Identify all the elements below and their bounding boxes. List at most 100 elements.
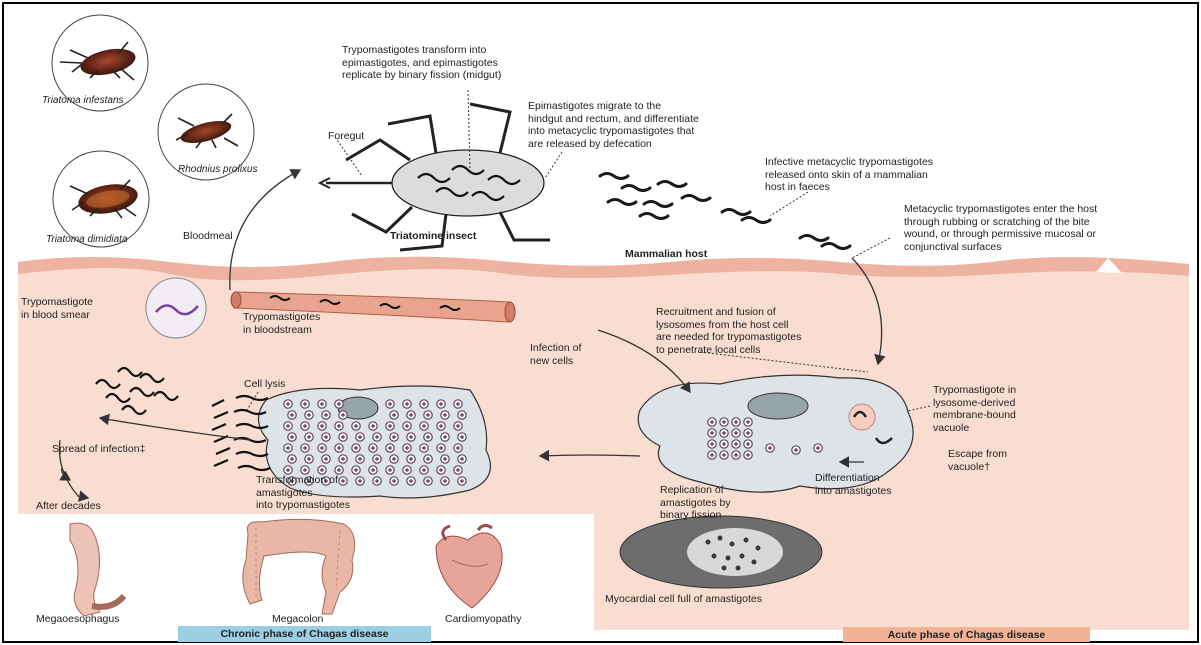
amastigote-nucleus [371,468,375,472]
amastigote-nucleus [320,468,324,472]
amastigote-nucleus [405,402,409,406]
label-foregut: Foregut [328,130,364,143]
label-vacuole: Trypomastigote in lysosome-derived membr… [933,384,1016,434]
amastigote-nucleus [734,453,738,457]
amastigote-nucleus [286,468,290,472]
amastigote-nucleus [460,413,464,417]
amastigote-nucleus [422,424,426,428]
amastigote-nucleus [371,446,375,450]
amastigote-nucleus [722,442,726,446]
amastigote-nucleus [710,453,714,457]
amastigote-nucleus [746,442,750,446]
chronic-phase-band: Chronic phase of Chagas disease [178,626,431,642]
amastigote-nucleus [307,413,311,417]
label-transformation: Transformation of amastigotes into trypo… [256,474,350,512]
amastigote-nucleus [290,435,294,439]
label-triatomine-insect: Triatomine insect [390,230,476,243]
label-cell-lysis: Cell lysis [244,378,285,391]
amastigote-nucleus [443,435,447,439]
amastigote-nucleus [286,402,290,406]
amastigote-nucleus [734,420,738,424]
amastigote-nucleus [426,435,430,439]
amastigote-nucleus [439,424,443,428]
amastigote-nucleus [456,446,460,450]
amastigote-nucleus [303,424,307,428]
amastigote-nucleus [460,479,464,483]
amastigote-nucleus [734,431,738,435]
acute-phase-band: Acute phase of Chagas disease [843,627,1090,642]
label-recruitment: Recruitment and fusion of lysosomes from… [656,306,801,356]
label-triatoma-dimidiata: Triatoma dimidiata [46,234,128,247]
label-mammalian-host: Mammalian host [625,248,707,261]
amastigote-nucleus [439,446,443,450]
amastigote-nucleus [324,413,328,417]
amastigote-nucleus [392,435,396,439]
label-after-decades: After decades [36,500,101,513]
amastigote-nucleus [439,402,443,406]
amastigote-nucleus [405,446,409,450]
myocardial-micrograph [620,516,822,588]
amastigote-nucleus [341,413,345,417]
amastigote-nucleus [324,435,328,439]
amastigote-nucleus [375,479,379,483]
label-cardiomyopathy: Cardiomyopathy [445,613,521,626]
amastigote-nucleus [794,448,798,452]
blood-smear-circle [146,278,206,338]
amastigote-nucleus [375,435,379,439]
amastigote-nucleus [422,446,426,450]
amastigote-nucleus [426,457,430,461]
label-myocardial-cell: Myocardial cell full of amastigotes [605,593,762,606]
amastigote-nucleus [354,468,358,472]
label-triatoma-infestans: Triatoma infestans [42,95,124,108]
amastigote-nucleus [307,435,311,439]
amastigote-nucleus [426,479,430,483]
amastigote-nucleus [422,402,426,406]
amastigote-nucleus [426,413,430,417]
amastigote-nucleus [286,424,290,428]
amastigote-nucleus [710,442,714,446]
amastigote-nucleus [286,446,290,450]
amastigote-nucleus [358,457,362,461]
label-blood-smear: Trypomastigote in blood smear [21,296,93,321]
amastigote-nucleus [303,446,307,450]
amastigote-nucleus [320,402,324,406]
amastigote-nucleus [337,446,341,450]
amastigote-nucleus [371,424,375,428]
amastigote-nucleus [320,424,324,428]
amastigote-nucleus [392,479,396,483]
amastigote-nucleus [443,457,447,461]
label-bloodstream: Trypomastigotes in bloodstream [243,311,320,336]
label-bloodmeal: Bloodmeal [183,230,233,243]
amastigote-nucleus [388,424,392,428]
amastigote-nucleus [320,446,324,450]
amastigote-nucleus [324,457,328,461]
label-infection-new-cells: Infection of new cells [530,342,581,367]
amastigote-nucleus [388,468,392,472]
amastigote-nucleus [337,424,341,428]
label-replication: Replication of amastigotes by binary fis… [660,484,731,522]
amastigote-nucleus [354,424,358,428]
amastigote-nucleus [710,431,714,435]
amastigote-nucleus [405,468,409,472]
amastigote-nucleus [710,420,714,424]
amastigote-nucleus [337,402,341,406]
label-megaoesophagus: Megaoesophagus [36,613,119,626]
amastigote-nucleus [392,413,396,417]
amastigote-nucleus [722,453,726,457]
amastigote-nucleus [460,457,464,461]
amastigote-nucleus [768,446,772,450]
amastigote-nucleus [358,479,362,483]
label-escape-vacuole: Escape from vacuole† [948,448,1007,473]
label-spread-infection: Spread of infection‡ [52,443,145,456]
amastigote-nucleus [746,431,750,435]
amastigote-nucleus [303,468,307,472]
amastigote-nucleus [443,413,447,417]
amastigote-nucleus [341,457,345,461]
amastigote-nucleus [409,435,413,439]
amastigote-nucleus [409,479,413,483]
amastigote-nucleus [816,446,820,450]
amastigote-nucleus [439,468,443,472]
amastigote-nucleus [375,457,379,461]
